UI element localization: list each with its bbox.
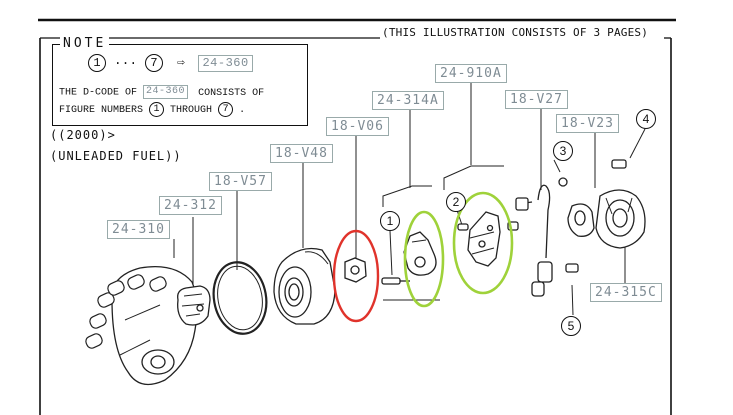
note-line-3: FIGURE NUMBERS 1 THROUGH 7 . — [59, 102, 245, 117]
ref-number-4: 4 — [636, 109, 656, 129]
ref-number-2: 2 — [446, 192, 466, 212]
part-code-cover[interactable]: 18-V48 — [270, 144, 333, 163]
note-range-code: 24-360 — [198, 54, 253, 72]
pickup-coil-part — [457, 211, 519, 267]
note-line2-suffix: CONSISTS OF — [198, 87, 265, 99]
cover-part — [273, 247, 336, 325]
part-code-signal-rotor[interactable]: 24-314A — [372, 91, 444, 110]
gasket-ring — [212, 261, 268, 335]
note-line3-prefix: FIGURE NUMBERS — [59, 105, 144, 117]
note-line3-start: 1 — [149, 102, 165, 117]
note-line3-punct: . — [239, 105, 246, 117]
group-frame-1 — [382, 185, 440, 301]
note-line2-code: 24-360 — [143, 85, 189, 99]
group-frame-2 — [443, 165, 504, 190]
signal-rotor-part — [381, 231, 437, 285]
part-code-housing[interactable]: 24-315C — [590, 283, 662, 302]
rotor-part — [177, 285, 211, 326]
part-code-pickup-coil[interactable]: 24-910A — [435, 64, 507, 83]
note-range-line: 1 ··· 7 ⇨ 24-360 — [88, 54, 253, 72]
note-line3-mid: THROUGH — [170, 105, 213, 117]
green-highlight-circle-1 — [403, 210, 445, 308]
arrow-icon: ⇨ — [176, 55, 185, 71]
note-range-end: 7 — [145, 54, 164, 72]
part-code-rotor[interactable]: 24-312 — [159, 196, 222, 215]
part-code-nut[interactable]: 18-V06 — [326, 117, 389, 136]
red-highlight-circle — [332, 229, 380, 323]
note-line-2: THE D-CODE OF 24-360 CONSISTS OF — [59, 85, 264, 99]
note-range-start: 1 — [88, 54, 106, 72]
housing-part — [595, 189, 646, 249]
fuel-condition: (UNLEADED FUEL)) — [50, 149, 182, 163]
part-code-distributor-cap[interactable]: 24-310 — [107, 220, 170, 239]
note-line2-prefix: THE D-CODE OF — [59, 87, 138, 99]
nut-part — [344, 257, 367, 283]
part-code-bracket[interactable]: 18-V23 — [556, 114, 619, 133]
lead-wire-part — [515, 184, 553, 297]
ref-number-1: 1 — [380, 211, 400, 231]
note-box — [52, 44, 308, 126]
part-code-lead-wire[interactable]: 18-V27 — [505, 90, 568, 109]
note-range-sep: ··· — [113, 55, 138, 71]
green-highlight-circle-2 — [452, 191, 514, 295]
note-line3-end: 7 — [218, 102, 234, 117]
note-title: NOTE — [60, 36, 110, 51]
ref-number-5: 5 — [561, 316, 581, 336]
illustration-page-note: (THIS ILLUSTRATION CONSISTS OF 3 PAGES) — [382, 26, 649, 39]
bracket-part — [558, 159, 627, 273]
year-condition: ((2000)> — [50, 128, 116, 142]
part-code-gasket[interactable]: 18-V57 — [209, 172, 272, 191]
distributor-cap — [85, 265, 198, 386]
leader-lines — [173, 83, 646, 316]
ref-number-3: 3 — [553, 141, 573, 161]
